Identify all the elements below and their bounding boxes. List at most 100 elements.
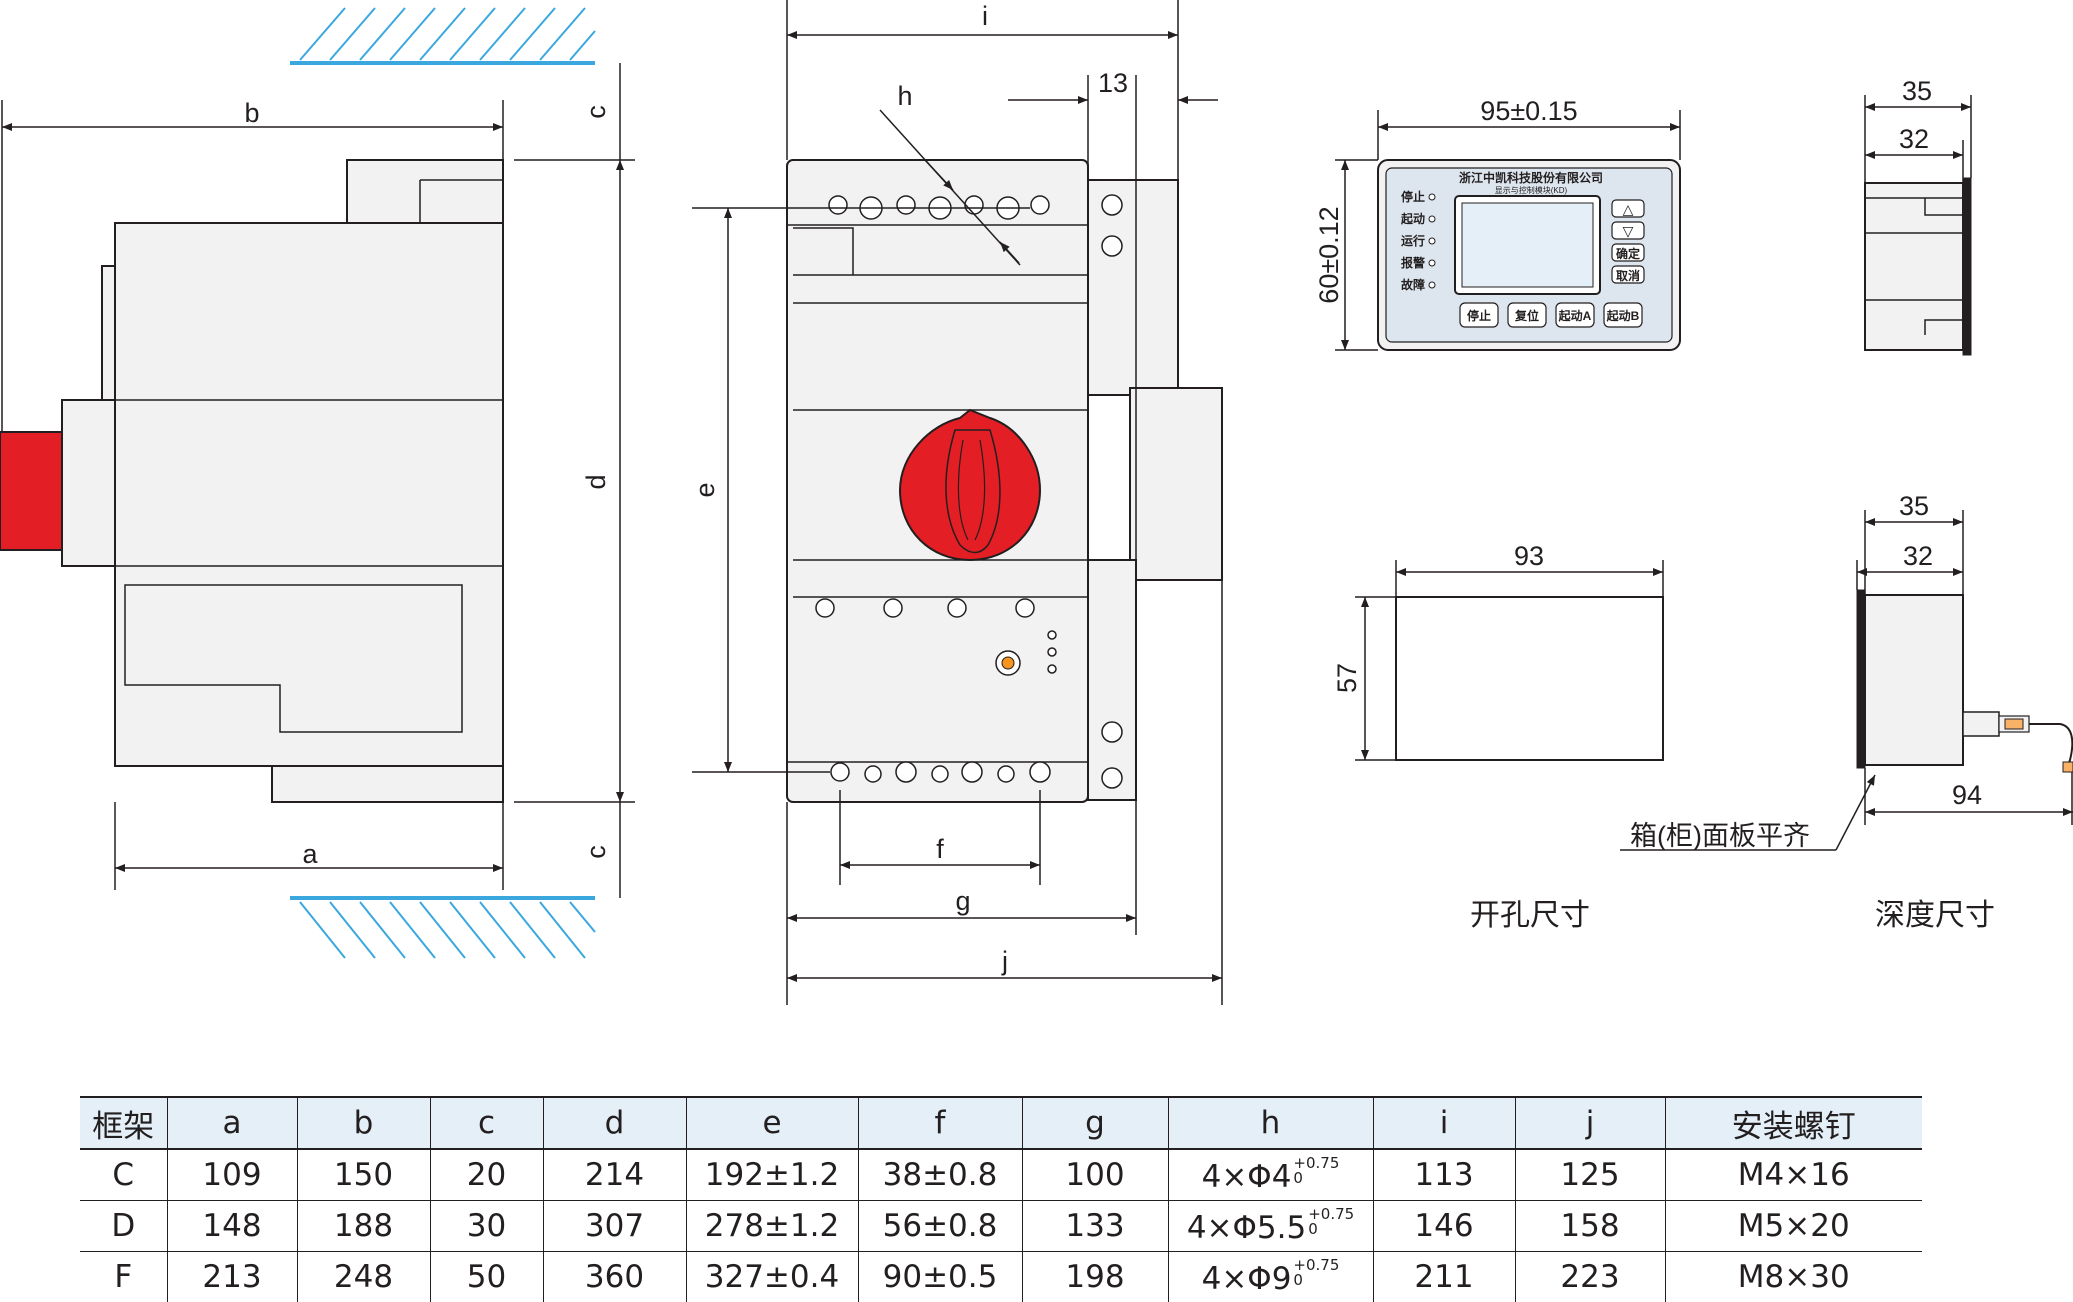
header-h: h xyxy=(1168,1097,1373,1149)
key-up: △ xyxy=(1623,201,1634,217)
cutout-width-dim: 93 xyxy=(1514,541,1544,571)
depth-dim: 94 xyxy=(1952,780,1982,810)
header-d: d xyxy=(543,1097,686,1149)
panel-side-view xyxy=(1865,178,1971,355)
panel-company: 浙江中凯科技股份有限公司 xyxy=(1459,170,1603,185)
depth-dimensions xyxy=(1620,510,2073,850)
indicator-start: 起动 xyxy=(1400,211,1425,226)
table-cell: 150 xyxy=(297,1149,430,1201)
table-cell: 50 xyxy=(430,1252,543,1302)
table-cell: 133 xyxy=(1022,1201,1168,1252)
dim-label-c-bottom: c xyxy=(581,845,611,859)
tol-lower: 0 xyxy=(1293,1171,1339,1186)
depth-view xyxy=(1857,590,2073,772)
indicator-run: 运行 xyxy=(1401,233,1425,248)
dim-label-a: a xyxy=(302,839,318,869)
table-cell: F xyxy=(80,1252,167,1302)
table-cell: 307 xyxy=(543,1201,686,1252)
dim-label-j: j xyxy=(1001,946,1008,976)
dim-label-c-top: c xyxy=(581,105,611,119)
hatch-bottom xyxy=(300,902,595,958)
key-cancel: 取消 xyxy=(1616,268,1640,283)
table-cell: D xyxy=(80,1201,167,1252)
table-cell: 100 xyxy=(1022,1149,1168,1201)
table-cell: 125 xyxy=(1515,1149,1665,1201)
header-a: a xyxy=(167,1097,297,1149)
key-start-a: 起动A xyxy=(1558,308,1592,323)
key-stop: 停止 xyxy=(1467,308,1491,323)
tol-lower: 0 xyxy=(1308,1222,1354,1237)
front-view xyxy=(787,160,1222,802)
table-cell: 158 xyxy=(1515,1201,1665,1252)
cutout-height-dim: 57 xyxy=(1332,663,1362,693)
table-cell: M5×20 xyxy=(1665,1201,1922,1252)
table-row: F 213 248 50 360 327±0.4 90±0.5 198 4×Φ9… xyxy=(80,1252,1922,1302)
table-cell: 30 xyxy=(430,1201,543,1252)
knob-side-view xyxy=(0,432,62,550)
header-f: f xyxy=(858,1097,1022,1149)
depth-caption: 深度尺寸 xyxy=(1875,899,1995,932)
table-cell: 188 xyxy=(297,1201,430,1252)
dim-label-i: i xyxy=(982,1,988,31)
cutout-caption: 开孔尺寸 xyxy=(1470,899,1590,932)
panel-side-outer-dim: 35 xyxy=(1902,76,1932,106)
side-view xyxy=(0,8,595,958)
table-cell: 146 xyxy=(1373,1201,1515,1252)
dim-label-h: h xyxy=(897,81,912,111)
header-screw: 安装螺钉 xyxy=(1665,1097,1922,1149)
header-j: j xyxy=(1515,1097,1665,1149)
table-cell: 248 xyxy=(297,1252,430,1302)
h-value: 4×Φ5.5 xyxy=(1187,1210,1306,1246)
key-confirm: 确定 xyxy=(1616,246,1640,261)
panel-height-dim: 60±0.12 xyxy=(1314,206,1344,303)
hatch-top xyxy=(300,8,595,60)
table-cell: 56±0.8 xyxy=(858,1201,1022,1252)
table-cell: M8×30 xyxy=(1665,1252,1922,1302)
depth-inner-dim: 32 xyxy=(1903,541,1933,571)
table-cell: 38±0.8 xyxy=(858,1149,1022,1201)
table-cell: 360 xyxy=(543,1252,686,1302)
header-g: g xyxy=(1022,1097,1168,1149)
table-cell: 327±0.4 xyxy=(686,1252,858,1302)
h-value: 4×Φ9 xyxy=(1202,1261,1292,1297)
table-cell: 198 xyxy=(1022,1252,1168,1302)
cutout xyxy=(1396,597,1663,760)
table-cell: 278±1.2 xyxy=(686,1201,858,1252)
table-cell: 113 xyxy=(1373,1149,1515,1201)
table-cell: 90±0.5 xyxy=(858,1252,1022,1302)
header-e: e xyxy=(686,1097,858,1149)
table-cell: 192±1.2 xyxy=(686,1149,858,1201)
dim-label-f: f xyxy=(936,834,944,864)
dim-label-d: d xyxy=(581,474,611,489)
dimension-drawing: b a c d c xyxy=(0,0,2073,1090)
key-reset: 复位 xyxy=(1514,308,1539,323)
dim-label-e: e xyxy=(690,482,720,497)
panel-subtitle: 显示与控制模块(KD) xyxy=(1495,185,1568,195)
dim-label-13: 13 xyxy=(1098,68,1128,98)
table-cell: 20 xyxy=(430,1149,543,1201)
table-row: C 109 150 20 214 192±1.2 38±0.8 100 4×Φ4… xyxy=(80,1149,1922,1201)
table-cell: 214 xyxy=(543,1149,686,1201)
key-start-b: 起动B xyxy=(1606,308,1640,323)
tol-lower: 0 xyxy=(1293,1273,1339,1288)
header-c: c xyxy=(430,1097,543,1149)
table-cell: M4×16 xyxy=(1665,1149,1922,1201)
table-row: D 148 188 30 307 278±1.2 56±0.8 133 4×Φ5… xyxy=(80,1201,1922,1252)
depth-outer-dim: 35 xyxy=(1899,491,1929,521)
dim-label-g: g xyxy=(955,886,970,916)
table-cell: C xyxy=(80,1149,167,1201)
header-frame: 框架 xyxy=(80,1097,167,1149)
indicator-fault: 故障 xyxy=(1401,277,1425,292)
dim-label-b: b xyxy=(244,98,259,128)
header-b: b xyxy=(297,1097,430,1149)
table-cell: 109 xyxy=(167,1149,297,1201)
panel-width-dim: 95±0.15 xyxy=(1480,96,1577,126)
indicator-alarm: 报警 xyxy=(1401,255,1425,270)
h-value: 4×Φ4 xyxy=(1202,1159,1292,1195)
flush-note: 箱(柜)面板平齐 xyxy=(1630,821,1810,851)
